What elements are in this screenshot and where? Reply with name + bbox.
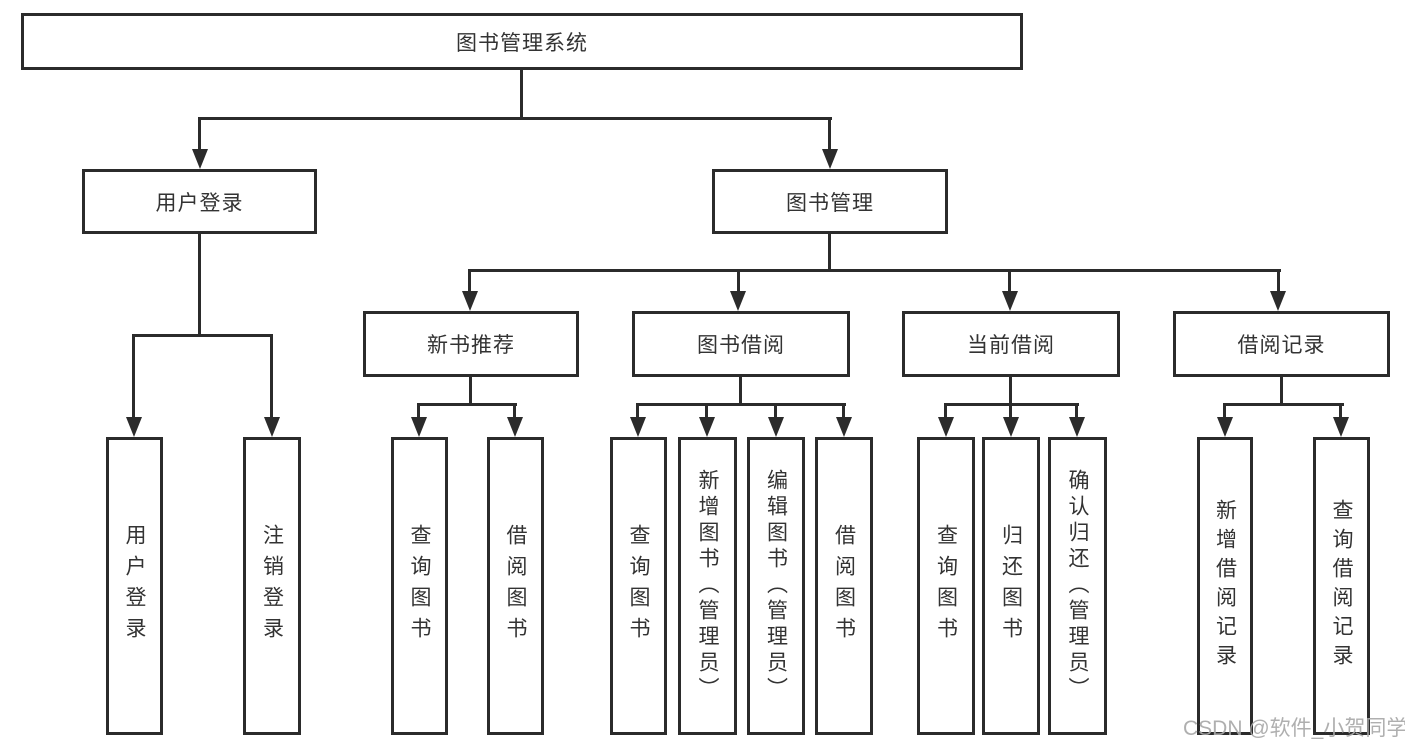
connector-line bbox=[828, 233, 831, 272]
leaf-borrow-books: 借阅图书 bbox=[815, 437, 873, 735]
connector-line bbox=[1223, 403, 1344, 406]
connector-line bbox=[1009, 403, 1012, 419]
connector-line bbox=[944, 403, 947, 419]
leaf-query-borrow-record: 查询借阅记录 bbox=[1313, 437, 1370, 735]
connector-line bbox=[737, 269, 740, 293]
connector-line bbox=[842, 403, 845, 419]
arrow-down-icon bbox=[1217, 417, 1233, 437]
node-borrow-records: 借阅记录 bbox=[1173, 311, 1390, 377]
connector-line bbox=[774, 403, 777, 419]
arrow-down-icon bbox=[699, 417, 715, 437]
arrow-down-icon bbox=[507, 417, 523, 437]
arrow-down-icon bbox=[938, 417, 954, 437]
leaf-return-books: 归还图书 bbox=[982, 437, 1040, 735]
connector-line bbox=[739, 376, 742, 406]
leaf-logout: 注销登录 bbox=[243, 437, 301, 735]
leaf-confirm-return-admin: 确认归还（管理员） bbox=[1048, 437, 1107, 735]
node-new-book-recommend: 新书推荐 bbox=[363, 311, 579, 377]
leaf-borrow-books-recommend: 借阅图书 bbox=[487, 437, 544, 735]
arrow-down-icon bbox=[192, 149, 208, 169]
connector-line bbox=[468, 269, 1281, 272]
arrow-down-icon bbox=[462, 291, 478, 311]
connector-line bbox=[520, 69, 523, 120]
connector-line bbox=[1008, 269, 1011, 293]
leaf-add-borrow-record: 新增借阅记录 bbox=[1197, 437, 1253, 735]
connector-line bbox=[1339, 403, 1342, 419]
connector-line bbox=[198, 117, 832, 120]
leaf-add-books-admin: 新增图书（管理员） bbox=[678, 437, 737, 735]
connector-line bbox=[636, 403, 639, 419]
watermark: CSDN @软件_小贺同学 bbox=[1183, 717, 1405, 740]
arrow-down-icon bbox=[264, 417, 280, 437]
leaf-edit-books-admin: 编辑图书（管理员） bbox=[747, 437, 805, 735]
node-user-login: 用户登录 bbox=[82, 169, 317, 234]
node-book-management: 图书管理 bbox=[712, 169, 948, 234]
connector-line bbox=[198, 233, 201, 336]
node-book-borrow: 图书借阅 bbox=[632, 311, 850, 377]
connector-line bbox=[270, 334, 273, 418]
connector-line bbox=[513, 403, 516, 419]
arrow-down-icon bbox=[1003, 417, 1019, 437]
connector-line bbox=[1223, 403, 1226, 419]
connector-line bbox=[468, 269, 471, 293]
arrow-down-icon bbox=[411, 417, 427, 437]
node-current-borrow: 当前借阅 bbox=[902, 311, 1120, 377]
connector-line bbox=[417, 403, 420, 419]
leaf-query-books-recommend: 查询图书 bbox=[391, 437, 448, 735]
connector-line bbox=[1277, 269, 1280, 293]
leaf-user-login: 用户登录 bbox=[106, 437, 163, 735]
connector-line bbox=[198, 117, 201, 149]
connector-line bbox=[1009, 376, 1012, 406]
arrow-down-icon bbox=[822, 149, 838, 169]
connector-line bbox=[132, 334, 135, 418]
connector-line bbox=[469, 376, 472, 406]
connector-line bbox=[1075, 403, 1078, 419]
arrow-down-icon bbox=[1333, 417, 1349, 437]
arrow-down-icon bbox=[836, 417, 852, 437]
leaf-query-books-current: 查询图书 bbox=[917, 437, 975, 735]
connector-line bbox=[417, 403, 517, 406]
connector-line bbox=[132, 334, 273, 337]
arrow-down-icon bbox=[768, 417, 784, 437]
arrow-down-icon bbox=[630, 417, 646, 437]
arrow-down-icon bbox=[1270, 291, 1286, 311]
arrow-down-icon bbox=[1002, 291, 1018, 311]
arrow-down-icon bbox=[1069, 417, 1085, 437]
arrow-down-icon bbox=[126, 417, 142, 437]
connector-line bbox=[828, 117, 831, 149]
node-library-management-system: 图书管理系统 bbox=[21, 13, 1023, 70]
arrow-down-icon bbox=[730, 291, 746, 311]
connector-line bbox=[636, 403, 846, 406]
connector-line bbox=[1280, 376, 1283, 406]
leaf-query-books-borrow: 查询图书 bbox=[610, 437, 667, 735]
connector-line bbox=[705, 403, 708, 419]
